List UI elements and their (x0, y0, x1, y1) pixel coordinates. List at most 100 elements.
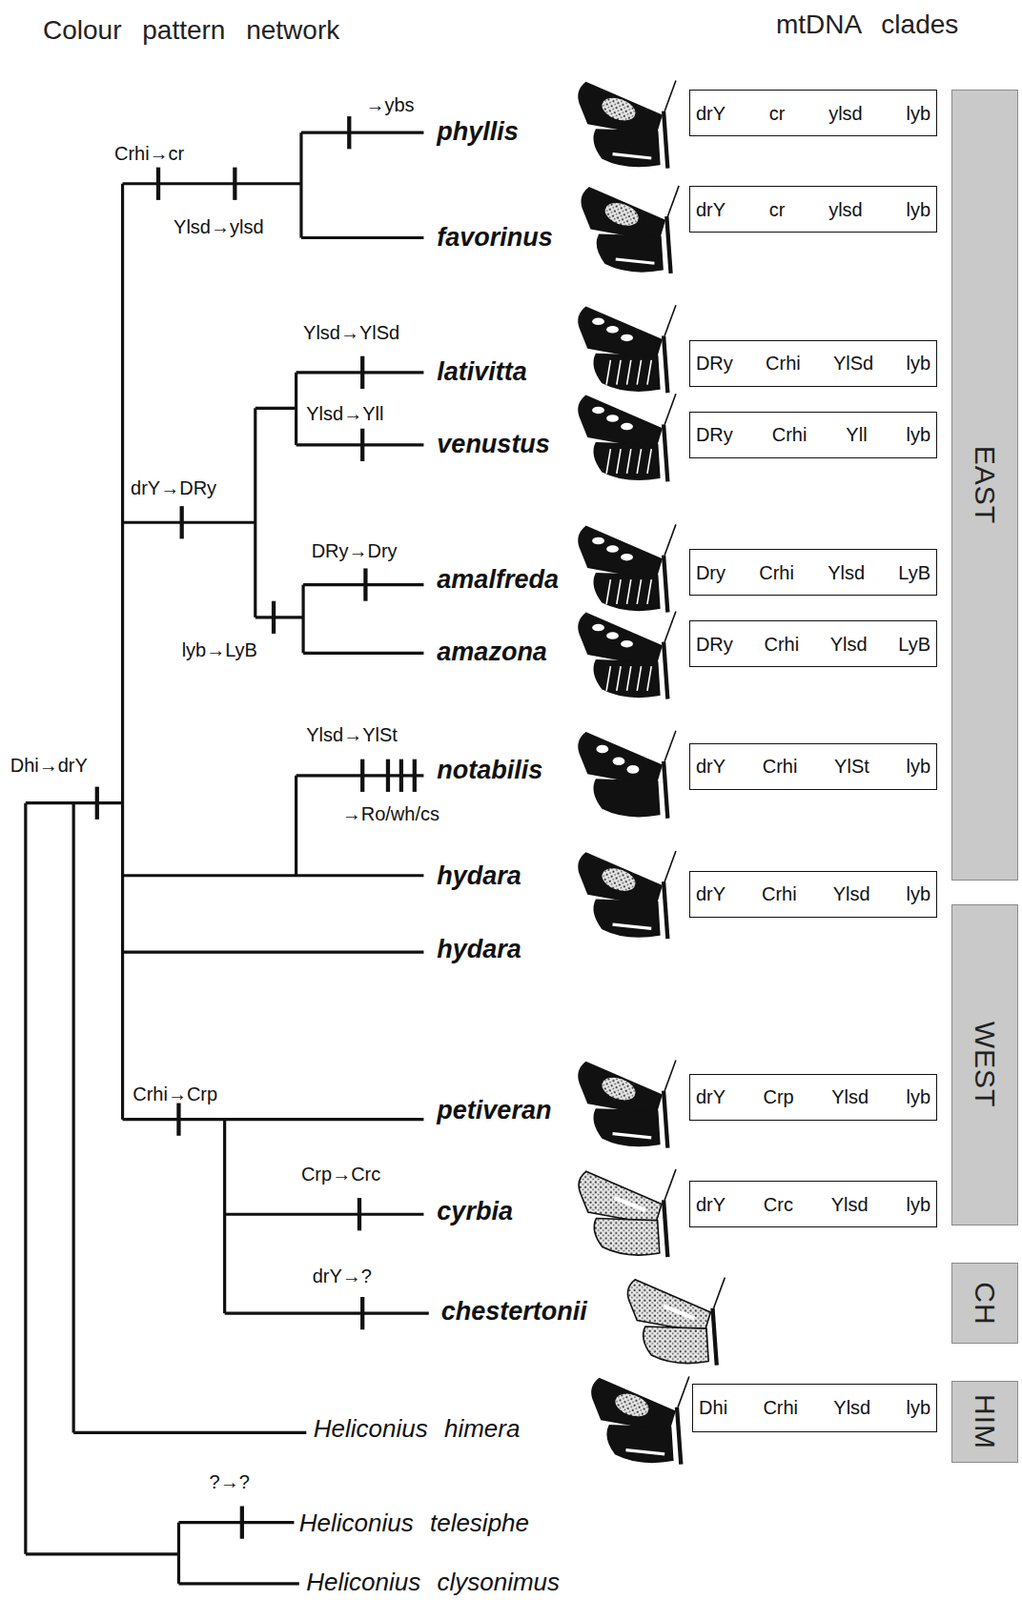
allele-text: Ylsd (831, 1194, 869, 1216)
mutation-label: →Ro/wh/cs (342, 803, 440, 825)
allele-text: lyb (906, 424, 932, 446)
wing-spot (620, 553, 634, 561)
mutation-tick (399, 759, 404, 793)
allele-text: Ylsd (827, 562, 865, 584)
wing-ray (606, 579, 611, 605)
allele-text: LyB (898, 633, 931, 655)
tree-branch (296, 774, 425, 777)
wing-ray (616, 666, 621, 692)
allele-text: DRy (695, 633, 734, 655)
antenna (664, 305, 676, 336)
tree-branch (121, 183, 124, 1121)
taxon-name: favorinus (436, 224, 553, 253)
allele-text: Crhi (762, 756, 798, 777)
allele-text: DRy (695, 424, 734, 446)
region-band: HIM (951, 1381, 1019, 1464)
allele-text: lyb (906, 352, 932, 374)
butterfly-figure (578, 524, 676, 613)
region-band: EAST (951, 89, 1019, 881)
butterfly-figure (578, 851, 676, 940)
butterfly-figure (578, 1169, 676, 1258)
taxon-name: hydara (436, 936, 522, 965)
mutation-label: Crhi→cr (114, 143, 184, 164)
antenna (664, 731, 676, 762)
allele-text: Ylsd (833, 883, 871, 905)
wing-bar (614, 1198, 646, 1211)
mutation-label: lyb→LyB (182, 639, 258, 661)
wing-patch (598, 93, 639, 125)
allele-text: LyB (898, 562, 931, 584)
hindwing (593, 354, 660, 392)
wing-bar (613, 924, 653, 929)
wing-ray (647, 449, 652, 474)
mutation-tick (95, 787, 100, 820)
wing-ray (606, 666, 611, 692)
wing-ray (606, 360, 611, 386)
tree-branch (25, 1553, 180, 1556)
hindwing (593, 779, 660, 818)
allele-text: drY (695, 883, 726, 905)
forewing (581, 187, 665, 242)
wing-spot (606, 545, 619, 552)
mutation-tick (240, 1506, 245, 1539)
clade-box: DhiCrhiYlsdlyb (692, 1384, 938, 1432)
butterfly-figure (578, 81, 676, 169)
clade-box: DRyCrhiYlsdLyB (689, 620, 938, 668)
mutation-label: Dhi→drY (10, 755, 88, 777)
tree-branch (301, 236, 424, 240)
wing-ray (636, 449, 641, 474)
tree-branch (178, 1582, 299, 1586)
allele-text: lyb (906, 1397, 932, 1419)
wing-spot (613, 757, 626, 767)
wing-ray (627, 360, 632, 386)
allele-text: Ylsd (833, 1397, 871, 1419)
mutation-tick (360, 759, 365, 793)
mutation-label: Crhi→Crp (132, 1083, 218, 1105)
wing-spot (606, 326, 619, 333)
antenna (677, 1376, 690, 1408)
wing-spot (606, 632, 619, 639)
tree-branch (224, 1213, 425, 1217)
tree-branch (23, 803, 27, 1555)
mutation-tick (360, 1297, 365, 1330)
allele-text: Crhi (761, 883, 798, 905)
region-label: CH (968, 1282, 1002, 1326)
wing-spot (592, 407, 605, 414)
mutation-tick (363, 568, 368, 601)
tree-branch (255, 615, 304, 619)
allele-text: YlSt (834, 756, 870, 777)
species-name: Heliconius clysonimus (306, 1569, 560, 1597)
mutation-label: Ylsd→Yll (306, 403, 384, 425)
allele-text: lyb (906, 1086, 932, 1108)
tree-branch (223, 1120, 226, 1314)
hindwing (593, 443, 660, 481)
tree-branch (294, 776, 298, 877)
forewing (592, 1379, 675, 1433)
tree-branch (122, 182, 302, 185)
butterfly-figure (581, 185, 679, 274)
taxon-name: chestertonii (441, 1298, 588, 1328)
wing-ray (636, 360, 641, 386)
hindwing (593, 899, 660, 938)
allele-text: Crhi (772, 424, 808, 446)
butterfly-figure (592, 1376, 690, 1465)
mutation-tick (347, 116, 351, 149)
forewing (578, 82, 662, 137)
wing-ray (616, 449, 621, 474)
mutation-tick (386, 759, 390, 793)
allele-text: Crc (763, 1194, 794, 1216)
clade-box: DryCrhiYlsdLyB (689, 549, 938, 596)
allele-text: Crhi (765, 352, 801, 374)
wing-spot (592, 624, 605, 632)
forewing (578, 1171, 662, 1226)
forewing (578, 853, 662, 907)
allele-text: lyb (906, 756, 932, 777)
allele-text: Yll (845, 424, 867, 446)
tree-branch (296, 443, 425, 447)
region-label: EAST (968, 446, 1002, 525)
wing-patch (601, 199, 642, 231)
mutation-tick (412, 759, 417, 793)
region-band: CH (951, 1263, 1019, 1346)
taxon-name: hydara (436, 862, 522, 892)
